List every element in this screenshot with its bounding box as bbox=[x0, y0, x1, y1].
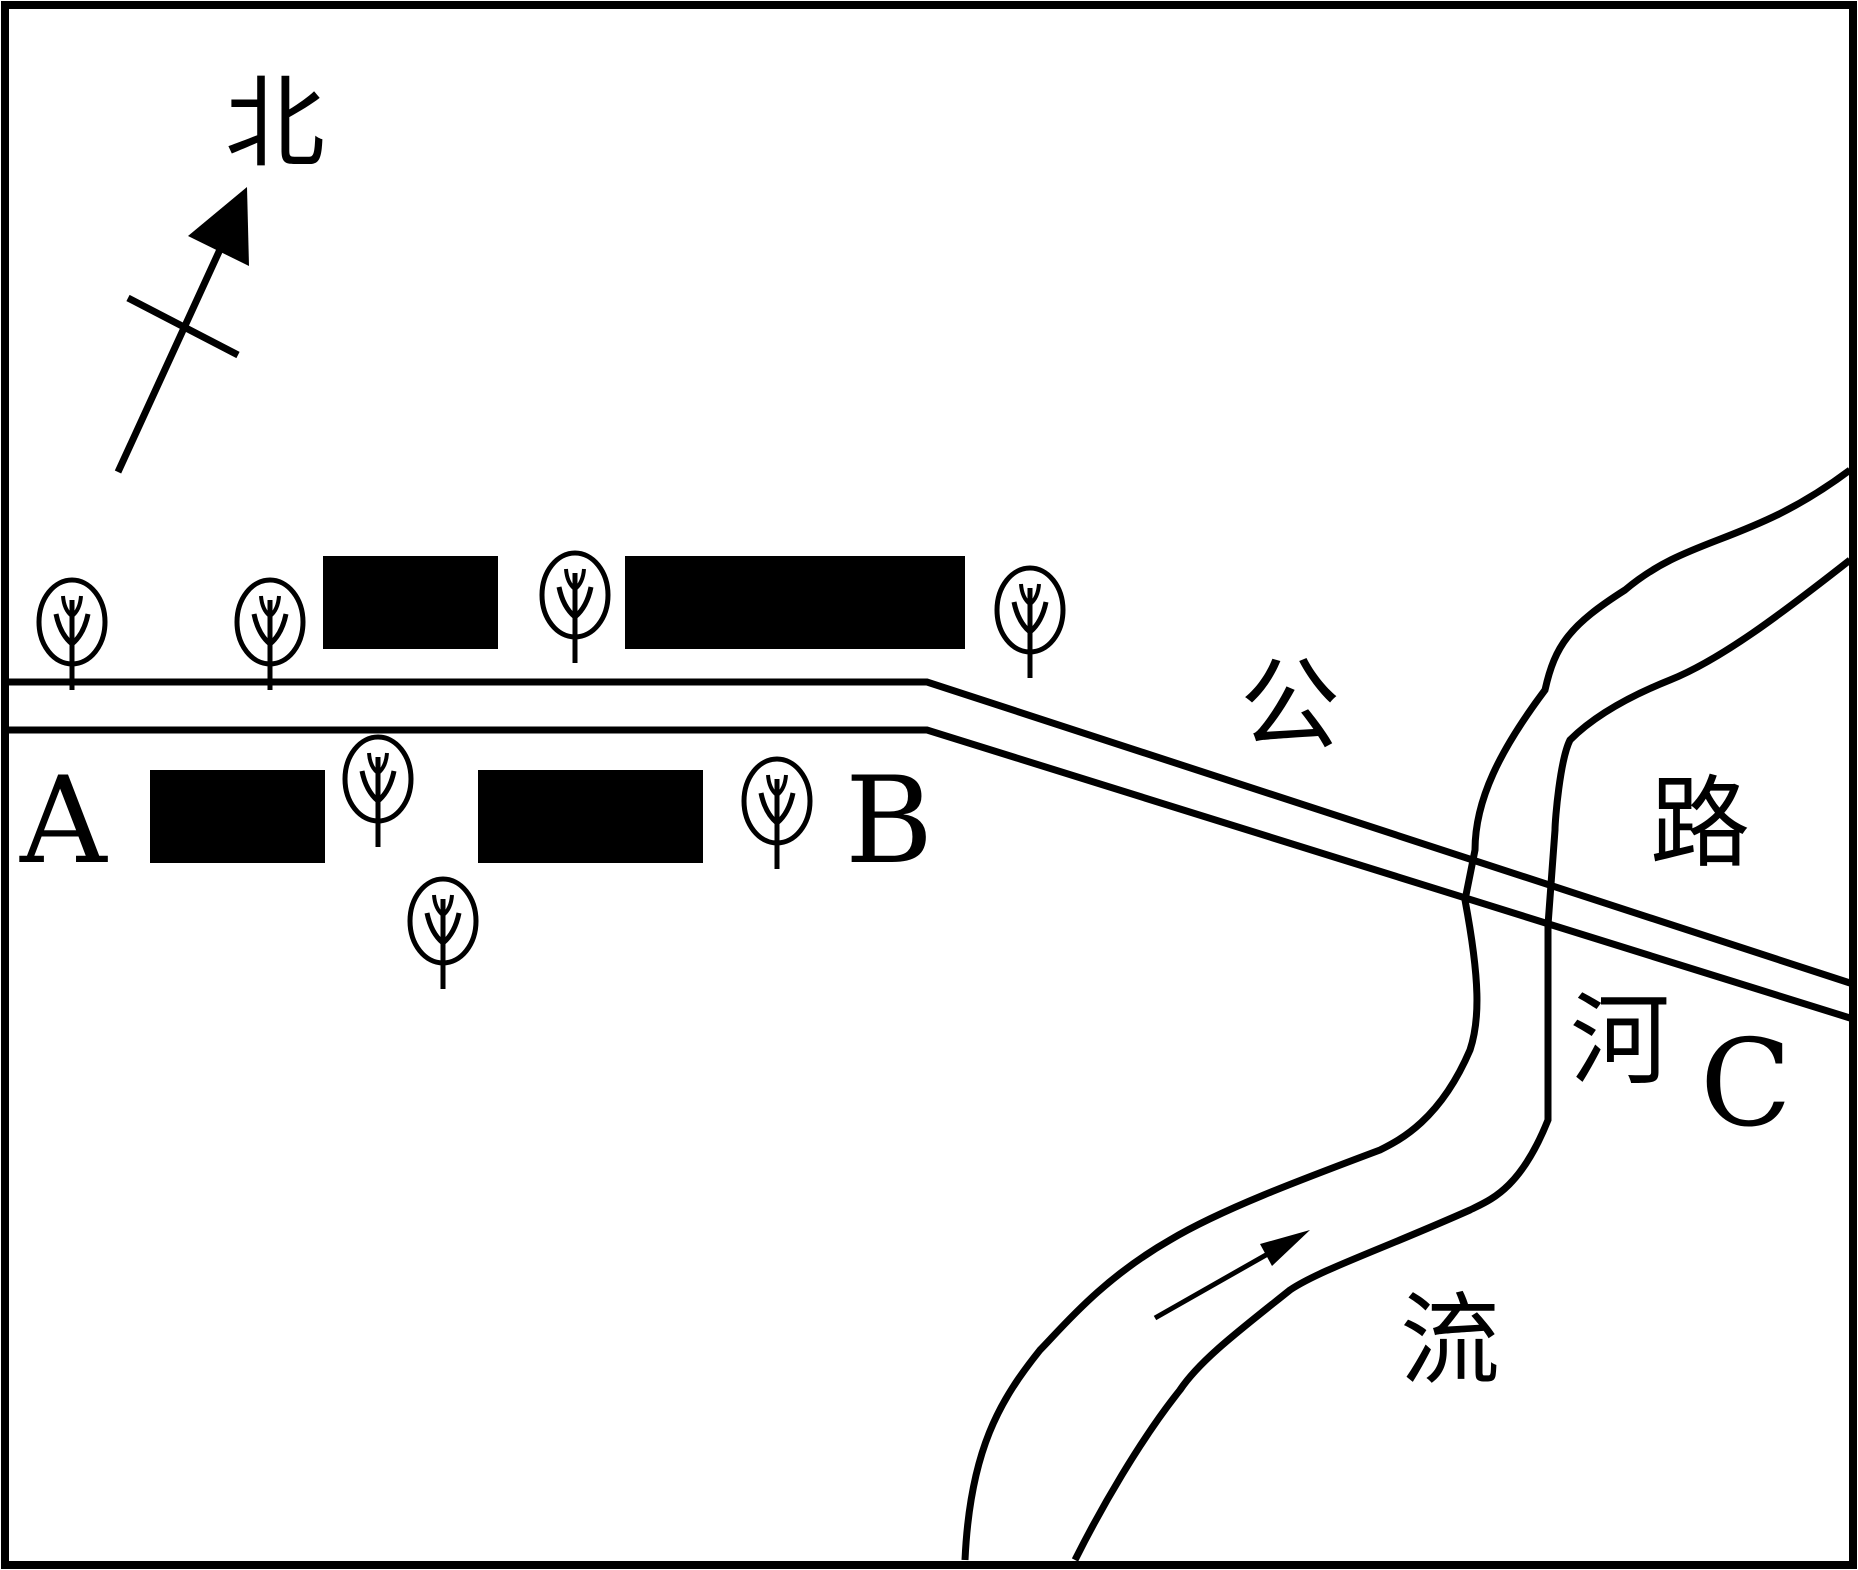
road-label-char-2: 路 bbox=[1650, 765, 1750, 882]
road bbox=[7, 678, 1852, 1022]
point-a-label: A bbox=[19, 752, 108, 891]
river-label-char-1: 河 bbox=[1570, 982, 1670, 1099]
river bbox=[961, 467, 1853, 1562]
road-label-char-1: 公 bbox=[1240, 647, 1340, 764]
building-block bbox=[478, 770, 703, 863]
north-label: 北 bbox=[225, 65, 325, 182]
buildings bbox=[150, 556, 965, 863]
building-block bbox=[323, 556, 498, 649]
flow-arrow-icon bbox=[1153, 1230, 1310, 1321]
north-arrow-icon bbox=[114, 187, 249, 474]
point-b-label: B bbox=[845, 752, 933, 891]
point-c-label: C bbox=[1700, 1015, 1792, 1154]
building-block bbox=[150, 770, 325, 863]
river-label-char-2: 流 bbox=[1400, 1282, 1500, 1399]
building-block bbox=[625, 556, 965, 649]
